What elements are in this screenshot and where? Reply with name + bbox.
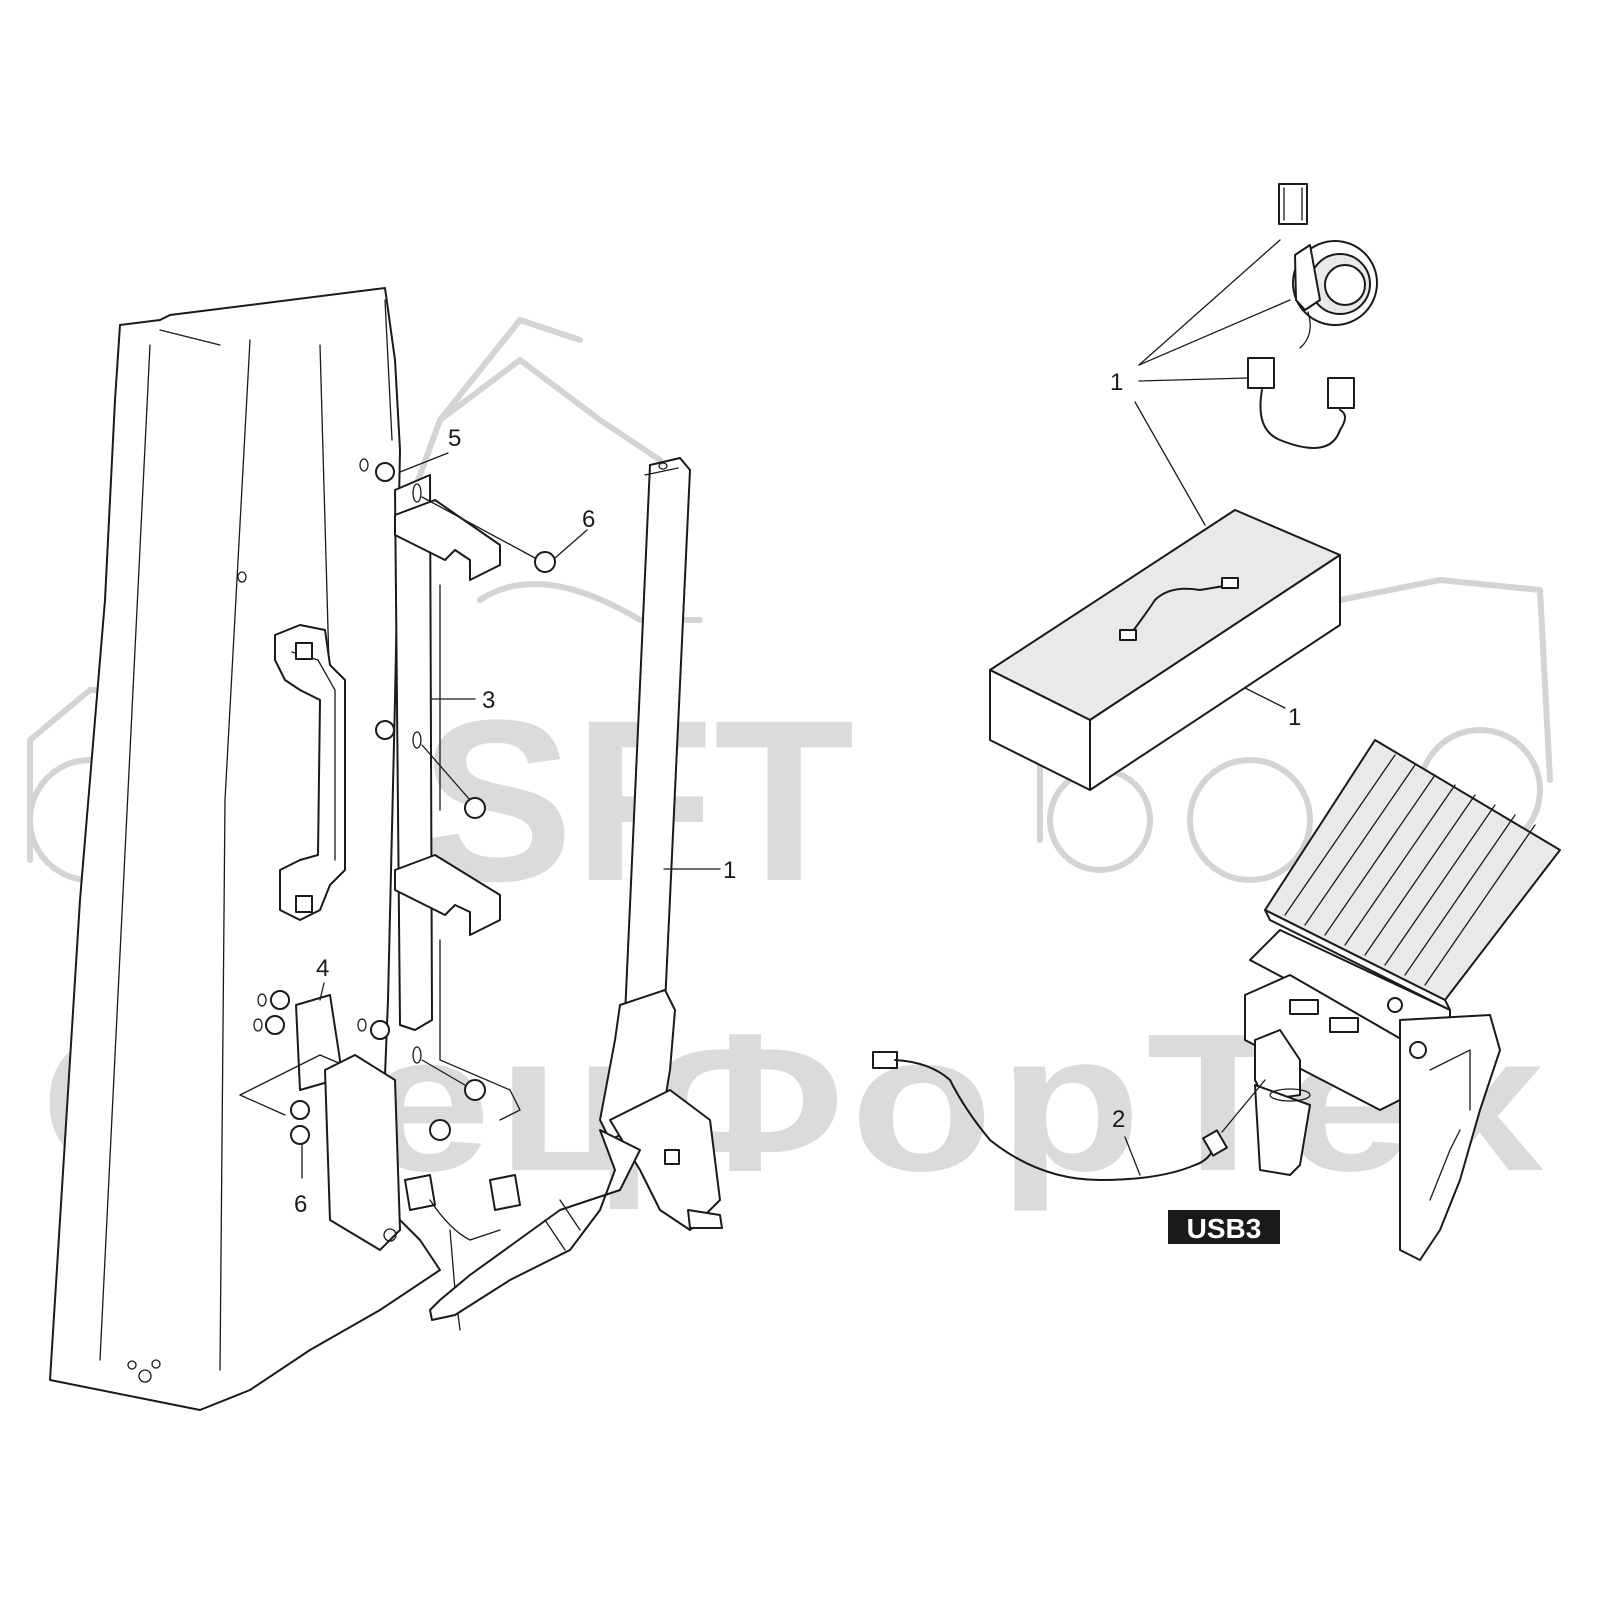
callout-labels: 5 6 3 1 4 6 1 1 2 <box>294 369 1301 1218</box>
callout-label: 3 <box>482 687 495 714</box>
screw-icon <box>270 990 290 1010</box>
storage-box <box>989 509 1341 791</box>
callout-label: 1 <box>723 857 736 884</box>
leader-lines <box>301 239 1291 1179</box>
radio-unit <box>1244 739 1561 1261</box>
fasteners <box>253 458 556 1145</box>
callout-label: 4 <box>316 955 329 982</box>
callout-label: 2 <box>1112 1106 1125 1133</box>
usb3-tag: USB3 <box>1168 1210 1280 1244</box>
usb3-tag-label: USB3 <box>1187 1213 1262 1244</box>
usb3-tag-background <box>1168 1210 1280 1244</box>
callout-label: 1 <box>1288 704 1301 731</box>
callout-label: 5 <box>448 425 461 452</box>
grab-handle <box>274 624 346 921</box>
connector-icon <box>1327 377 1355 409</box>
speaker-assembly <box>1247 183 1378 449</box>
screw-icon <box>290 1100 310 1120</box>
screw-icon <box>464 1079 486 1101</box>
screw-icon <box>375 720 395 740</box>
washer-icon <box>359 458 369 472</box>
callout-label: 6 <box>582 506 595 533</box>
screw-icon <box>290 1125 310 1145</box>
screw-icon <box>464 797 486 819</box>
screw-icon <box>265 1015 285 1035</box>
junction-box <box>324 1054 521 1331</box>
heatsink-fins <box>1284 754 1536 986</box>
screw-icon <box>375 462 395 482</box>
screw-icon <box>429 1119 451 1141</box>
usb-connector-icon <box>872 1051 898 1069</box>
screw-icon <box>370 1020 390 1040</box>
bracket-assembly <box>394 474 536 1121</box>
callout-label: 1 <box>1110 369 1123 396</box>
usb-cable <box>872 1051 1266 1181</box>
screw-icon <box>534 551 556 573</box>
connector-clip-icon <box>1278 183 1308 225</box>
antenna-bar-assembly <box>429 457 723 1321</box>
callout-label: 6 <box>294 1191 307 1218</box>
usb-connector-icon <box>1202 1129 1228 1157</box>
connector-icon <box>1247 357 1275 389</box>
